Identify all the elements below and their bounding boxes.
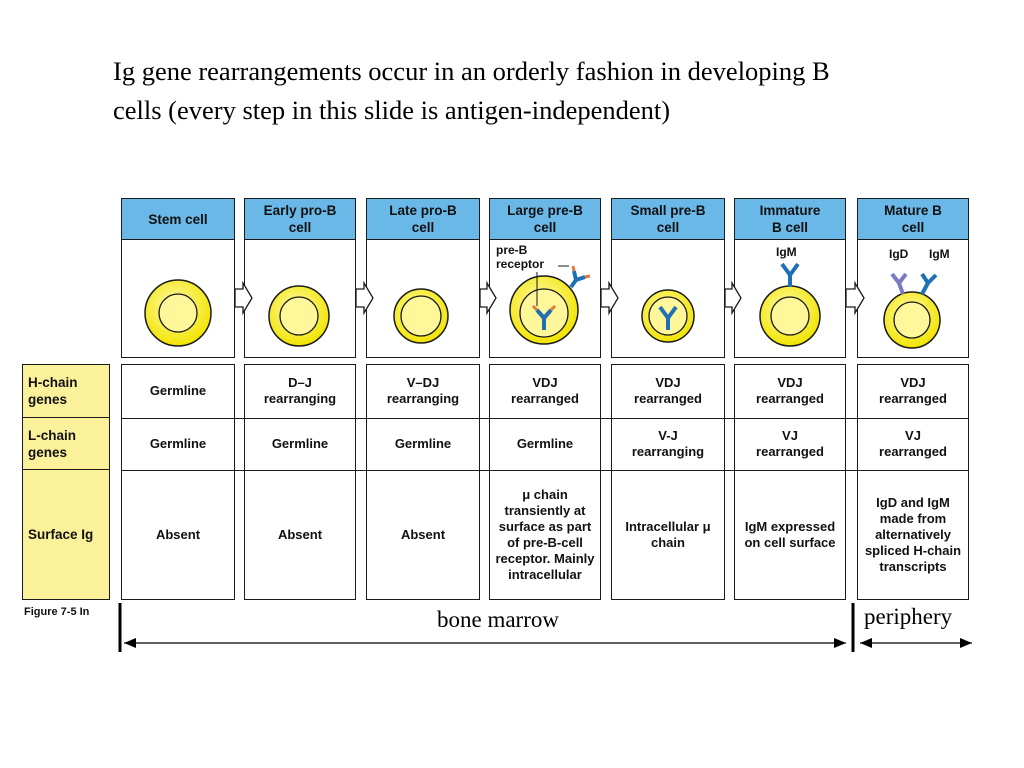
annotation-igd: IgD [889, 247, 909, 261]
region-label-periphery: periphery [864, 604, 953, 629]
row-label-h-chain: H-chain genes [22, 364, 110, 418]
annotation-igm-mature: IgM [929, 247, 950, 261]
stage-header-immature-b: Immature B cell [734, 198, 846, 240]
arrow-icon [355, 280, 374, 316]
stage-header-early-pro-b: Early pro-B cell [244, 198, 356, 240]
figure-label: Figure 7-5 In [24, 606, 90, 618]
small-pre-b-cell-icon [641, 289, 695, 343]
late-pro-b-cell-icon [393, 288, 449, 344]
cell-surface-ig-immature-b: IgM expressed on cell surface [744, 519, 836, 550]
large-pre-b-cell-icon [509, 265, 591, 345]
region-label-bone-marrow: bone marrow [437, 607, 559, 632]
cell-surface-ig-late-pro-b: Absent [400, 527, 446, 542]
row-label-l-chain: L-chain genes [22, 418, 110, 470]
row-divider [121, 418, 969, 419]
cell-surface-ig-mature-b: IgD and IgM made from alternatively spli… [864, 495, 962, 574]
table-col-stem [121, 364, 235, 600]
early-pro-b-cell-icon [268, 285, 330, 347]
cell-l-chain-early-pro-b: Germline [271, 436, 329, 451]
arrow-icon [845, 280, 865, 316]
stage-header-stem-cell: Stem cell [121, 198, 235, 240]
slide-title: Ig gene rearrangements occur in an order… [113, 56, 830, 125]
cell-surface-ig-stem: Absent [155, 527, 201, 542]
cell-h-chain-early-pro-b: D–J rearranging [263, 375, 337, 406]
cell-h-chain-stem: Germline [149, 383, 207, 398]
annotation-pre-b-receptor: pre-B receptor [496, 243, 545, 271]
cell-l-chain-stem: Germline [149, 436, 207, 451]
arrow-icon [234, 280, 253, 316]
cell-surface-ig-small-pre-b: Intracellular μ chain [625, 519, 711, 550]
row-divider [121, 470, 969, 471]
stage-arrows [234, 280, 865, 316]
immature-b-cell-icon [759, 262, 821, 347]
cell-surface-ig-early-pro-b: Absent [277, 527, 323, 542]
arrow-icon [600, 280, 619, 316]
annotation-igm-immature: IgM [776, 245, 797, 259]
cell-l-chain-small-pre-b: V-J rearranging [631, 428, 705, 459]
stage-header-large-pre-b: Large pre-B cell [489, 198, 601, 240]
cell-surface-ig-large-pre-b: μ chain transiently at surface as part o… [495, 487, 595, 582]
stage-header-small-pre-b: Small pre-B cell [611, 198, 725, 240]
table-col-early-pro-b [244, 364, 356, 600]
stem-cell-icon [144, 279, 212, 347]
table-col-late-pro-b [366, 364, 480, 600]
table-col-large-pre-b [489, 364, 601, 600]
cell-h-chain-mature-b: VDJ rearranged [879, 375, 947, 406]
table-col-small-pre-b [611, 364, 725, 600]
stage-header-late-pro-b: Late pro-B cell [366, 198, 480, 240]
row-label-surface-ig: Surface Ig [22, 470, 110, 600]
stage-header-mature-b: Mature B cell [857, 198, 969, 240]
cell-l-chain-immature-b: VJ rearranged [756, 428, 824, 459]
cell-l-chain-large-pre-b: Germline [516, 436, 574, 451]
arrow-icon [479, 280, 497, 316]
cell-h-chain-immature-b: VDJ rearranged [756, 375, 824, 406]
cell-h-chain-small-pre-b: VDJ rearranged [634, 375, 702, 406]
table-col-mature-b [857, 364, 969, 600]
cell-h-chain-late-pro-b: V–DJ rearranging [386, 375, 460, 406]
mature-b-cell-icon [883, 272, 941, 349]
arrow-icon [724, 280, 742, 316]
table-col-immature-b [734, 364, 846, 600]
cell-l-chain-late-pro-b: Germline [394, 436, 452, 451]
cell-h-chain-large-pre-b: VDJ rearranged [511, 375, 579, 406]
cell-l-chain-mature-b: VJ rearranged [879, 428, 947, 459]
